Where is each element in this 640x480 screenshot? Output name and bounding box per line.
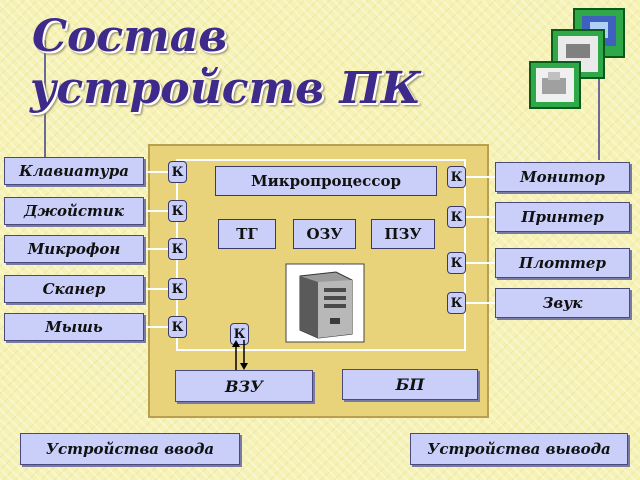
connector-microphone: К [168,238,187,260]
wire [143,288,169,290]
device-sound: Звук [495,288,630,318]
device-keyboard: Клавиатура [4,157,144,185]
wire [466,176,496,178]
title-line-1: Состав [32,11,228,62]
connector-monitor: К [447,166,466,188]
output-devices-label: Устройства вывода [410,433,628,465]
component-rom: ПЗУ [371,219,435,249]
device-scanner: Сканер [4,275,144,303]
connector-storage: К [230,323,249,345]
input-devices-label: Устройства ввода [20,433,240,465]
connector-joystick: К [168,200,187,222]
component-ram: ОЗУ [293,219,356,249]
wire [143,326,169,328]
device-joystick: Джойстик [4,197,144,225]
wire [143,248,169,250]
connector-mouse: К [168,316,187,338]
device-plotter: Плоттер [495,248,630,278]
left-vertical-line [44,40,46,160]
connector-keyboard: К [168,161,187,183]
device-printer: Принтер [495,202,630,232]
wire [143,210,169,212]
connector-sound: К [447,292,466,314]
title-line-2: устройств ПК [30,63,421,114]
wire [466,302,496,304]
wire [143,171,169,173]
connector-plotter: К [447,252,466,274]
right-vertical-line [598,60,600,160]
wire [466,216,496,218]
device-microphone: Микрофон [4,235,144,263]
power-supply-block: БП [342,369,478,400]
component-clock: ТГ [218,219,276,249]
wire [466,262,496,264]
connector-scanner: К [168,278,187,300]
cpu-block: Микропроцессор [215,166,437,196]
connector-printer: К [447,206,466,228]
device-mouse: Мышь [4,313,144,341]
storage-block: ВЗУ [175,370,313,402]
device-monitor: Монитор [495,162,630,192]
